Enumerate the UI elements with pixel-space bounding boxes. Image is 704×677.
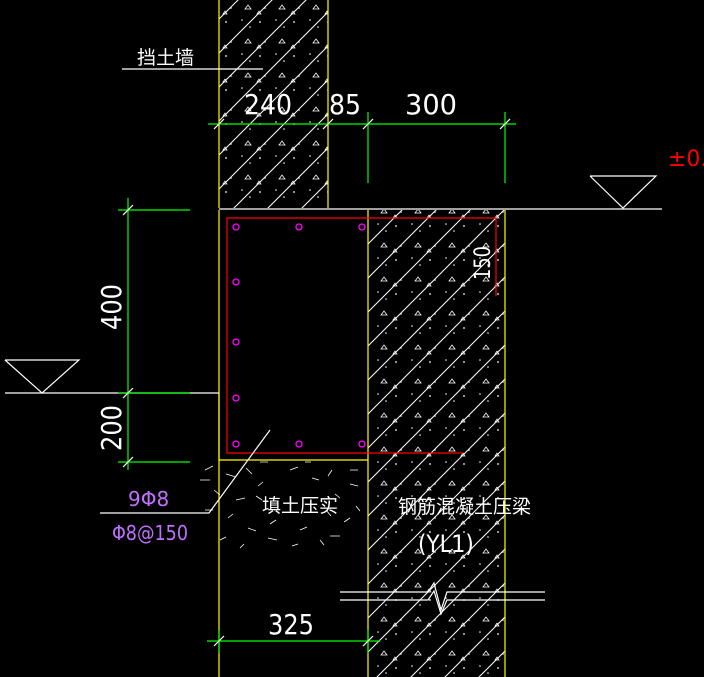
rebar-dots [232,223,366,448]
retaining-wall [218,0,329,208]
elevation-marker-top: ±0. [589,147,704,209]
break-line [340,581,545,616]
elevation-label: ±0. [668,147,704,172]
dim-beam-height-lower: 200 [95,405,128,451]
dimension-bottom: 325 [207,608,380,653]
rebar-annotation: 9Φ8 Φ8@150 [100,429,271,545]
elevation-marker-left [4,359,219,394]
beam-code-label: (YL1) [418,530,474,558]
beam-section [218,210,368,677]
dimension-left: 400 200 [95,198,190,470]
rebar-main-bars: 9Φ8 [128,487,169,511]
dim-beam-height-upper: 400 [95,284,128,330]
fill-compacted-label: 填土压实 [262,495,338,517]
beam-name-label: 钢筋混凝土压梁 [398,496,531,518]
fill-hatch [200,461,361,549]
dim-beam-extension: 300 [405,88,457,121]
dim-wall-thickness: 240 [244,88,292,121]
retaining-wall-label-group: 挡土墙 [122,47,263,70]
retaining-wall-label: 挡土墙 [137,47,194,69]
rebar-stirrups: Φ8@150 [112,521,188,545]
dimension-top: 240 85 300 [208,88,516,183]
dim-cover-top: 150 [471,246,496,280]
dim-offset-bottom: 325 [268,608,314,641]
stirrup-outline [226,217,497,454]
dim-gap: 85 [329,88,361,121]
